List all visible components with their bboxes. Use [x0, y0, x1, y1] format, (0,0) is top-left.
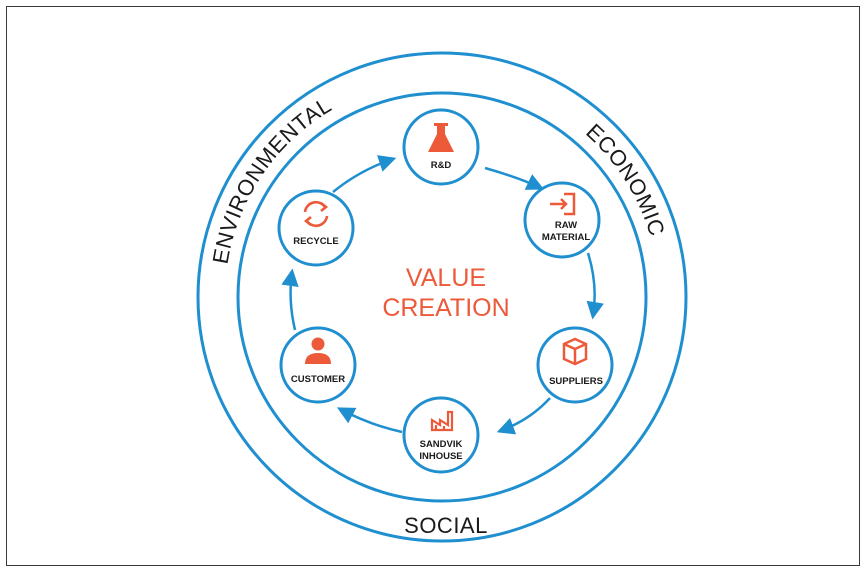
svg-text:RAW: RAW — [555, 220, 577, 231]
arrow-rd-to-raw — [484, 166, 545, 190]
arrow-recycle-to-rd — [332, 155, 397, 193]
svg-text:R&D: R&D — [431, 160, 452, 171]
svg-text:MATERIAL: MATERIAL — [542, 232, 591, 243]
node-raw-material: RAW MATERIAL — [523, 181, 601, 259]
arrow-customer-to-recycle — [281, 268, 299, 331]
node-sandvik-inhouse: SANDVIK INHOUSE — [402, 396, 480, 474]
svg-text:SUPPLIERS: SUPPLIERS — [549, 376, 603, 387]
svg-text:INHOUSE: INHOUSE — [419, 451, 462, 462]
node-rd: R&D — [402, 108, 480, 186]
import-icon — [550, 192, 576, 216]
node-suppliers: SUPPLIERS — [536, 326, 614, 404]
arrow-inhouse-to-customer — [336, 407, 403, 434]
box-icon — [562, 337, 588, 366]
recycle-icon — [303, 200, 329, 228]
center-title-line1: VALUE — [406, 264, 486, 292]
figure-frame — [6, 6, 860, 566]
social-label: SOCIAL — [404, 513, 488, 538]
svg-text:CUSTOMER: CUSTOMER — [291, 374, 345, 385]
center-title-line2: CREATION — [382, 294, 509, 322]
factory-icon — [430, 410, 454, 432]
svg-text:SANDVIK: SANDVIK — [420, 439, 463, 450]
arrow-raw-to-suppliers — [586, 252, 604, 320]
svg-text:RECYCLE: RECYCLE — [293, 236, 338, 247]
outer-ring — [196, 51, 688, 543]
arrow-suppliers-to-inhouse — [496, 397, 551, 435]
person-icon — [305, 337, 331, 364]
flask-icon — [428, 123, 454, 152]
inner-ring — [236, 91, 648, 503]
node-recycle: RECYCLE — [277, 189, 355, 267]
node-customer: CUSTOMER — [279, 326, 357, 404]
